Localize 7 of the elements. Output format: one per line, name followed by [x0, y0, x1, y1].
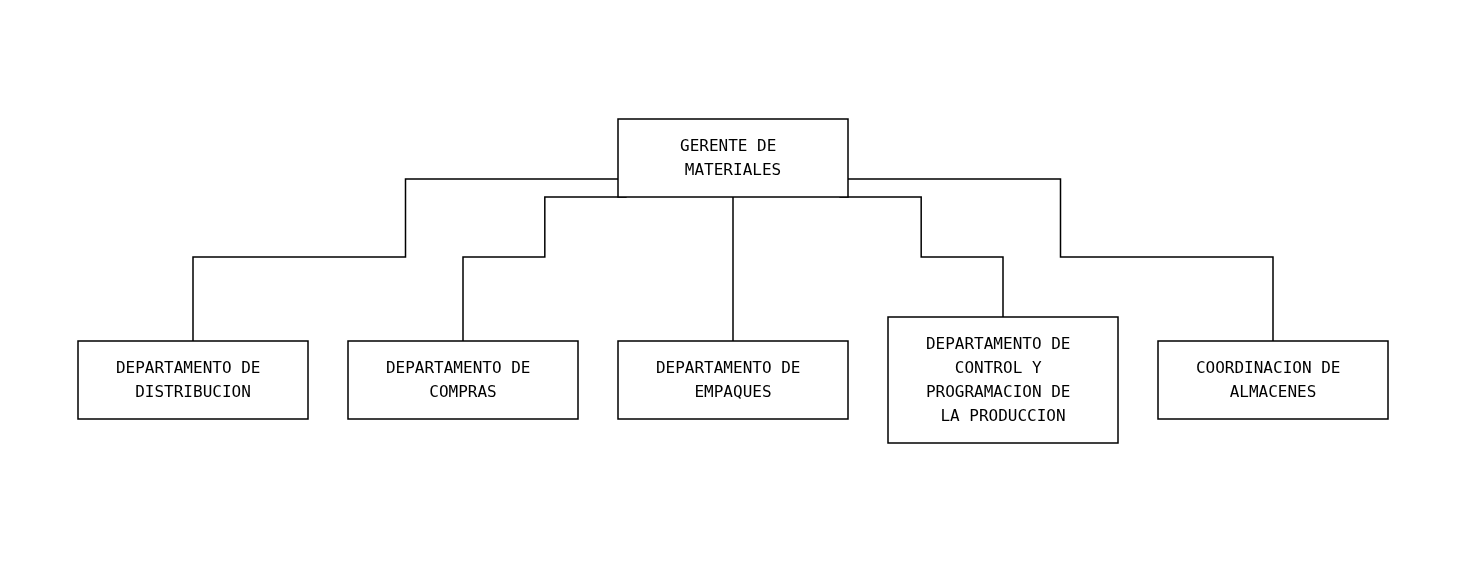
connector [731, 195, 734, 342]
node-box: GERENTE DE MATERIALES [616, 117, 849, 198]
node-box: DEPARTAMENTO DE COMPRAS [346, 339, 579, 420]
node-box: DEPARTAMENTO DE EMPAQUES [616, 339, 849, 420]
node-box: DEPARTAMENTO DE CONTROL Y PROGRAMACION DE LA PRODUCCION [886, 315, 1119, 444]
node-box: COORDINACION DE ALMACENES [1156, 339, 1389, 420]
node-box: DEPARTAMENTO DE DISTRIBUCION [76, 339, 309, 420]
